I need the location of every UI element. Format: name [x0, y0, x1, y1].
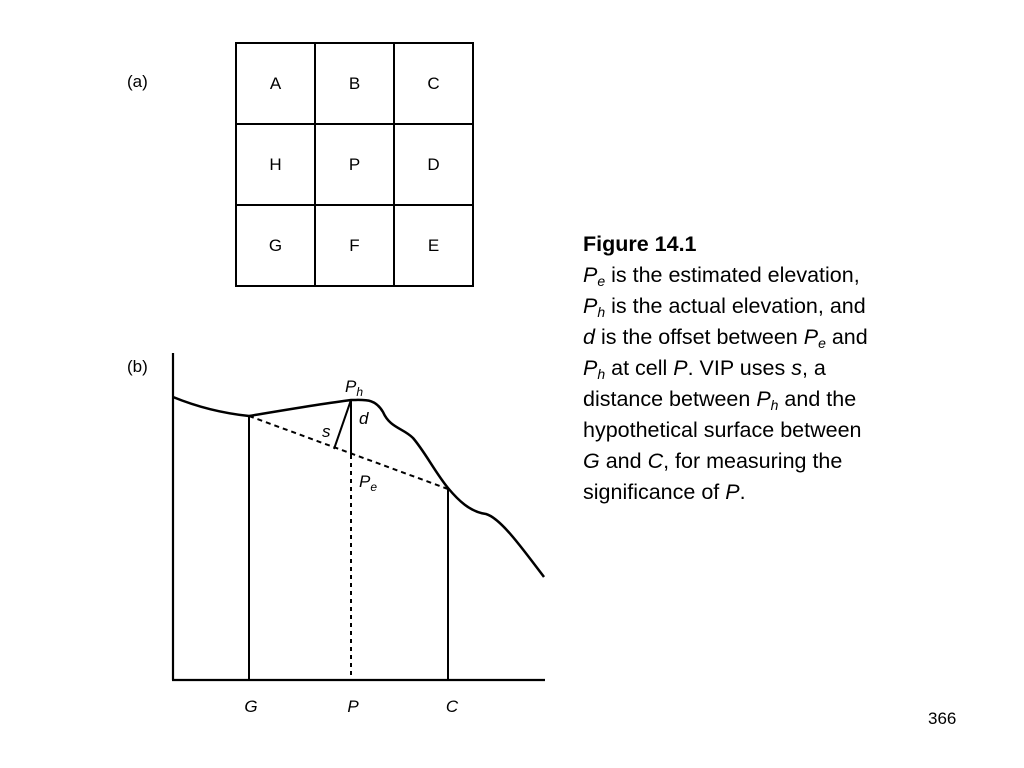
- grid-cell-a: A: [235, 42, 316, 125]
- grid-cell-h: H: [235, 123, 316, 206]
- caption-line: significance of P.: [583, 480, 746, 504]
- neighborhood-grid: A B C H P D G F E: [235, 42, 475, 287]
- caption-line: hypothetical surface between: [583, 418, 862, 442]
- ph-symbol: Ph: [583, 294, 606, 320]
- s-label: s: [322, 422, 331, 441]
- grid-cell-c: C: [392, 42, 475, 125]
- ph-label: Ph: [345, 377, 363, 399]
- figure-caption: Figure 14.1 Pe is the estimated elevatio…: [583, 229, 933, 508]
- x-label-p: P: [347, 697, 359, 716]
- c-symbol: C: [647, 449, 664, 473]
- page-number: 366: [928, 709, 957, 728]
- panel-b-label: (b): [127, 357, 148, 376]
- grid-cell-p: P: [314, 123, 395, 206]
- pe-label-sub: e: [370, 480, 377, 494]
- s-distance-line: [333, 399, 352, 450]
- g-symbol: G: [583, 449, 600, 473]
- grid-cell-g: G: [235, 204, 316, 287]
- caption-line: Pe is the estimated elevation,: [583, 263, 860, 289]
- grid-cell-f: F: [314, 204, 395, 287]
- grid-row: A B C: [235, 42, 475, 125]
- grid-row: G F E: [235, 204, 475, 287]
- terrain-profile-curve: [172, 395, 546, 578]
- s-symbol: s: [791, 356, 802, 380]
- g-c-surface-dashed-line: [248, 415, 449, 490]
- caption-line: Ph is the actual elevation, and: [583, 294, 866, 320]
- grid-cell-d: D: [392, 123, 475, 206]
- ph-symbol: Ph: [756, 387, 779, 413]
- grid-cell-b: B: [314, 42, 395, 125]
- caption-title: Figure 14.1: [583, 232, 697, 256]
- grid-cell-e: E: [392, 204, 475, 287]
- x-label-g: G: [244, 697, 257, 716]
- caption-line: G and C, for measuring the: [583, 449, 843, 473]
- pe-label: Pe: [359, 472, 377, 494]
- ph-label-sub: h: [356, 385, 363, 399]
- pe-symbol: Pe: [583, 263, 606, 289]
- p-symbol: P: [673, 356, 688, 380]
- caption-line: d is the offset between Pe and: [583, 325, 868, 351]
- d-label: d: [359, 409, 369, 428]
- caption-line: Ph at cell P. VIP uses s, a: [583, 356, 826, 382]
- d-symbol: d: [583, 325, 595, 349]
- p-symbol: P: [725, 480, 740, 504]
- ph-label-base: P: [345, 377, 357, 396]
- pe-symbol: Pe: [803, 325, 826, 351]
- panel-a-label: (a): [127, 72, 148, 91]
- grid-row: H P D: [235, 123, 475, 206]
- pe-label-base: P: [359, 472, 371, 491]
- ph-symbol: Ph: [583, 356, 606, 382]
- caption-line: distance between Ph and the: [583, 387, 857, 413]
- x-label-c: C: [446, 697, 459, 716]
